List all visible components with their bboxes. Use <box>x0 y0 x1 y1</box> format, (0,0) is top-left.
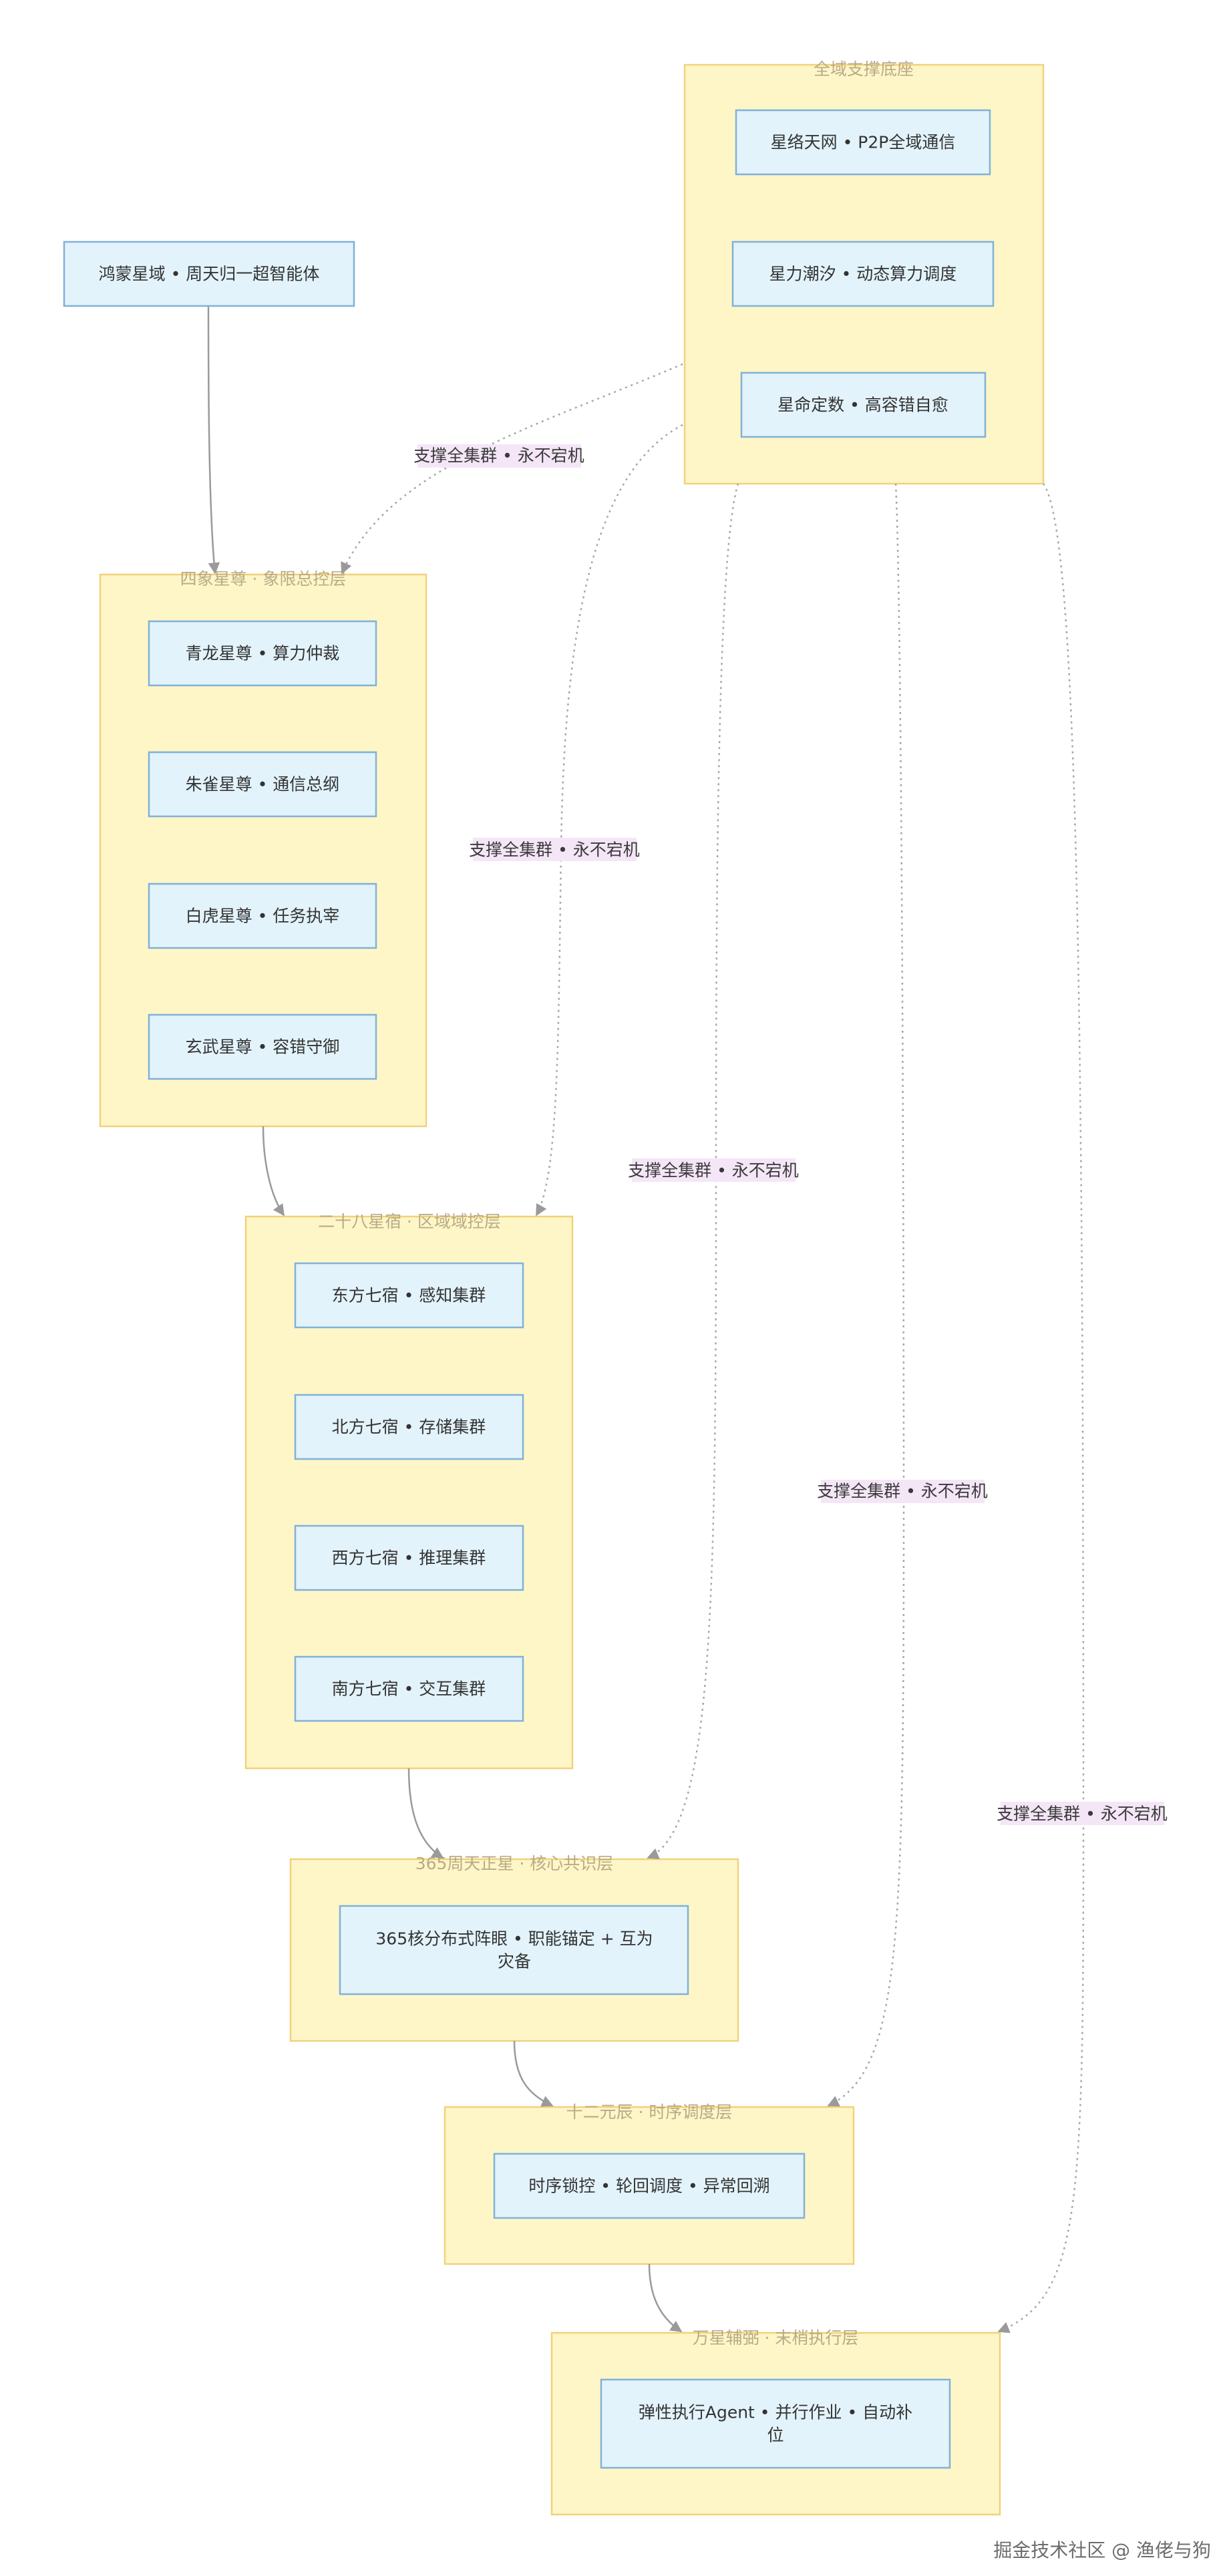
edge-four-to-xiu <box>262 1126 285 1217</box>
node-exec[interactable]: 弹性执行Agent • 并行作业 • 自动补 位 <box>600 2378 951 2469</box>
svg-text:时序锁控 • 轮回调度 • 异常回溯: 时序锁控 • 轮回调度 • 异常回溯 <box>528 2177 769 2196</box>
node-qinglong[interactable]: 青龙星尊 • 算力仲裁 <box>148 620 377 687</box>
node-core[interactable]: 365核分布式阵眼 • 职能锚定 + 互为 灾备 <box>339 1905 689 1995</box>
edge-hongmeng-to-four <box>207 305 220 575</box>
node-xuanwu[interactable]: 玄武星尊 • 容错守御 <box>148 1013 377 1080</box>
svg-text:365核分布式阵眼 • 职能锚定 + 互为: 365核分布式阵眼 • 职能锚定 + 互为 <box>375 1929 653 1949</box>
cluster-28-mansions-title: 二十八星宿 · 区域域控层 <box>318 1212 501 1231</box>
svg-text:南方七宿 • 交互集群: 南方七宿 • 交互集群 <box>332 1679 486 1699</box>
svg-text:灾备: 灾备 <box>498 1952 531 1971</box>
watermark: 掘金技术社区 @ 渔佬与狗 <box>993 2539 1211 2561</box>
svg-text:玄武星尊 • 容错守御: 玄武星尊 • 容错守御 <box>186 1037 340 1057</box>
node-hongmeng[interactable]: 鸿蒙星域 • 周天归一超智能体 <box>63 240 355 307</box>
edge-support-to-exec <box>997 483 1085 2333</box>
svg-text:青龙星尊 • 算力仲裁: 青龙星尊 • 算力仲裁 <box>186 644 340 663</box>
node-south[interactable]: 南方七宿 • 交互集群 <box>294 1655 524 1722</box>
edge-support-to-four <box>341 363 683 575</box>
svg-text:星力潮汐 • 动态算力调度: 星力潮汐 • 动态算力调度 <box>769 265 957 284</box>
svg-text:星命定数 • 高容错自愈: 星命定数 • 高容错自愈 <box>777 395 948 415</box>
cluster-execution-title: 万星辅弼 · 末梢执行层 <box>693 2328 859 2348</box>
node-north[interactable]: 北方七宿 • 存储集群 <box>294 1394 524 1460</box>
svg-text:支撑全集群 • 永不宕机: 支撑全集群 • 永不宕机 <box>997 1804 1168 1824</box>
edge-label: 支撑全集群 • 永不宕机 <box>997 1802 1168 1825</box>
edge-core-to-chen <box>513 2040 554 2107</box>
node-xingluo[interactable]: 星络天网 • P2P全域通信 <box>735 109 991 176</box>
edge-xiu-to-core <box>407 1768 444 1859</box>
svg-text:朱雀星尊 • 通信总纲: 朱雀星尊 • 通信总纲 <box>186 775 340 794</box>
node-east[interactable]: 东方七宿 • 感知集群 <box>294 1262 524 1329</box>
edge-label: 支撑全集群 • 永不宕机 <box>413 444 584 468</box>
edge-label: 支撑全集群 • 永不宕机 <box>628 1158 799 1182</box>
cluster-twelve-branches-title: 十二元辰 · 时序调度层 <box>566 2102 733 2122</box>
edge-support-to-chen <box>827 483 905 2107</box>
svg-text:东方七宿 • 感知集群: 东方七宿 • 感知集群 <box>332 1286 486 1305</box>
cluster-four-symbols-title: 四象星尊 · 象限总控层 <box>180 569 347 589</box>
node-xingli[interactable]: 星力潮汐 • 动态算力调度 <box>731 240 995 307</box>
svg-text:支撑全集群 • 永不宕机: 支撑全集群 • 永不宕机 <box>817 1482 988 1501</box>
node-baihu[interactable]: 白虎星尊 • 任务执宰 <box>148 882 377 949</box>
node-zhuque[interactable]: 朱雀星尊 • 通信总纲 <box>148 751 377 818</box>
svg-text:弹性执行Agent • 并行作业 • 自动补: 弹性执行Agent • 并行作业 • 自动补 <box>639 2403 912 2422</box>
node-xingming[interactable]: 星命定数 • 高容错自愈 <box>740 371 987 438</box>
node-west[interactable]: 西方七宿 • 推理集群 <box>294 1524 524 1591</box>
svg-text:位: 位 <box>767 2426 783 2445</box>
svg-text:白虎星尊 • 任务执宰: 白虎星尊 • 任务执宰 <box>186 907 340 926</box>
cluster-core-consensus-title: 365周天正星 · 核心共识层 <box>415 1854 614 1873</box>
svg-text:北方七宿 • 存储集群: 北方七宿 • 存储集群 <box>332 1418 486 1437</box>
edge-label: 支撑全集群 • 永不宕机 <box>469 838 640 861</box>
node-chen[interactable]: 时序锁控 • 轮回调度 • 异常回溯 <box>493 2152 806 2219</box>
svg-text:西方七宿 • 推理集群: 西方七宿 • 推理集群 <box>332 1549 486 1568</box>
svg-text:鸿蒙星域 • 周天归一超智能体: 鸿蒙星域 • 周天归一超智能体 <box>99 265 320 284</box>
edge-support-to-xiu <box>535 424 683 1217</box>
svg-text:支撑全集群 • 永不宕机: 支撑全集群 • 永不宕机 <box>469 840 640 860</box>
cluster-support-title: 全域支撑底座 <box>814 59 914 79</box>
edge-label: 支撑全集群 • 永不宕机 <box>817 1480 988 1503</box>
svg-text:星络天网 • P2P全域通信: 星络天网 • P2P全域通信 <box>771 133 956 152</box>
edge-chen-to-exec <box>648 2263 683 2333</box>
svg-text:支撑全集群 • 永不宕机: 支撑全集群 • 永不宕机 <box>628 1161 799 1180</box>
svg-text:支撑全集群 • 永不宕机: 支撑全集群 • 永不宕机 <box>413 446 584 466</box>
